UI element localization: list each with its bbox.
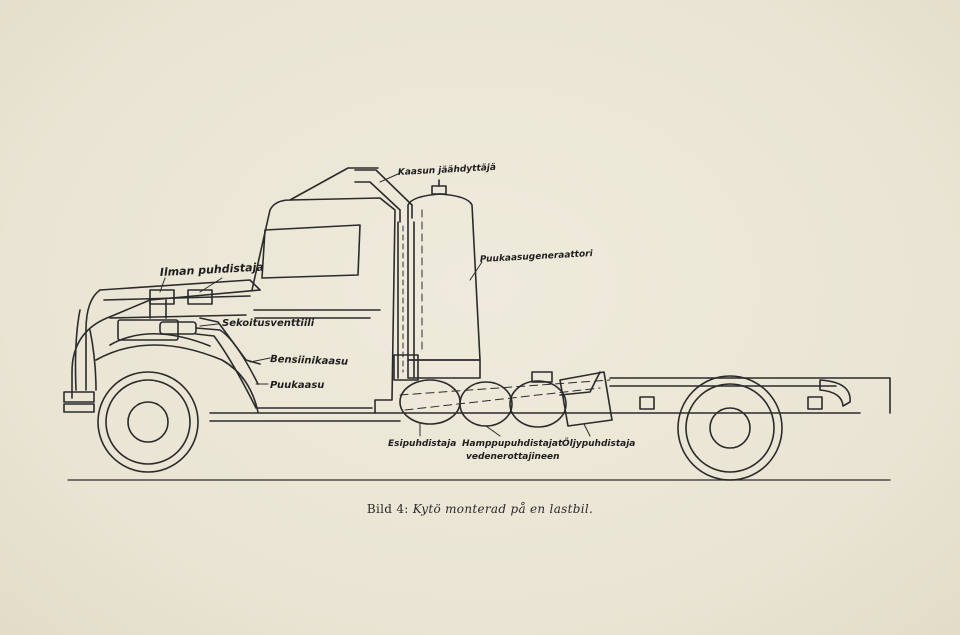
air-cleaners: [149, 289, 213, 305]
front-body: [63, 279, 261, 413]
caption-text: Kytö monterad på en lastbil.: [412, 502, 594, 516]
label-mixing-valve: Sekoitusventtiili: [222, 318, 315, 329]
gas-cooler-pipe: [354, 169, 419, 381]
label-petrol-gas: Bensiinikaasu: [270, 354, 348, 368]
cleaners: [399, 371, 613, 428]
label-oil-cleaner: Öljypuhdistaja: [562, 438, 635, 449]
front-wheel: [97, 371, 199, 473]
leader-lines: [159, 173, 591, 437]
label-generator: Puukaasugeneraattori: [480, 249, 594, 265]
label-water-separators: vedenerottajineen: [466, 452, 560, 462]
chassis-frame: [209, 377, 891, 422]
label-pre-cleaner: Esipuhdistaja: [388, 439, 456, 449]
generator: [407, 179, 481, 379]
rear-wheel: [677, 375, 783, 481]
label-air-cleaner: Ilman puhdistaja: [159, 261, 264, 279]
label-hemp-cleaners: Hamppupuhdistajat: [462, 439, 563, 449]
label-gas-cooler: Kaasun jäähdyttäjä: [398, 163, 497, 178]
label-wood-gas: Puukaasu: [270, 380, 324, 391]
cab: [251, 167, 396, 414]
figure-caption: Bild 4: Kytö monterad på en lastbil.: [0, 502, 960, 516]
pre-cleaner-tank: [399, 379, 461, 425]
gas-lines: [149, 299, 373, 409]
caption-prefix: Bild 4:: [366, 502, 409, 516]
